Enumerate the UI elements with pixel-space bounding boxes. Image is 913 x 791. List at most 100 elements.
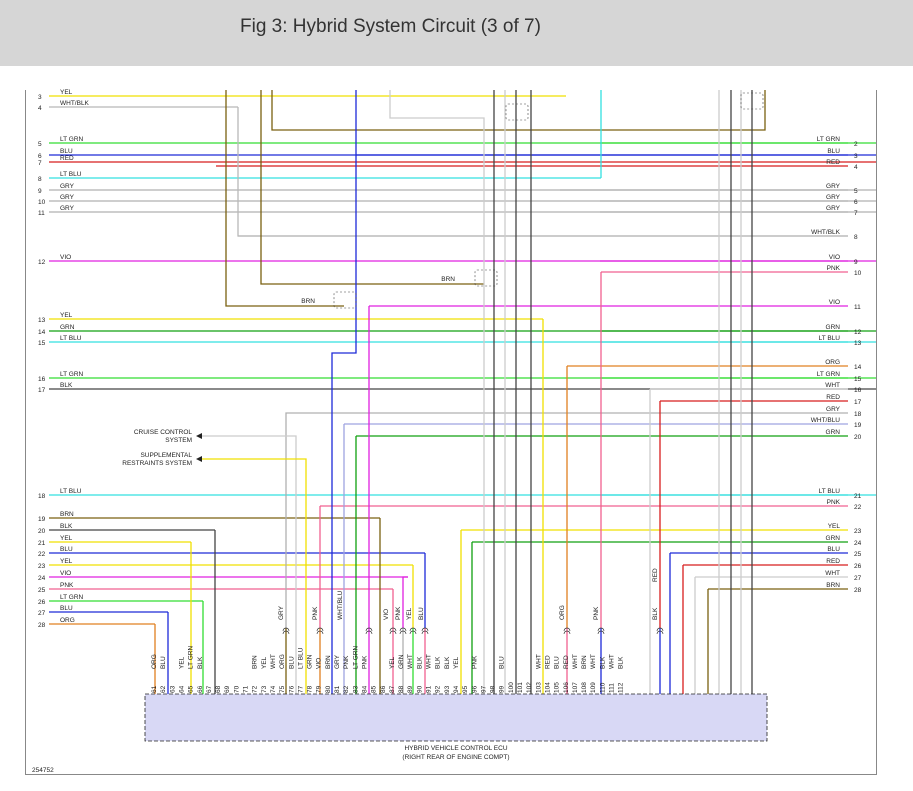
- right-wire-number: 25: [854, 551, 862, 558]
- right-wire-color: GRY: [826, 205, 841, 212]
- right-wire-number: 16: [854, 387, 862, 394]
- left-wire-number: 11: [38, 210, 45, 217]
- vertical-wire: [237, 107, 848, 237]
- pin-number: 92: [435, 685, 442, 693]
- srs-label-1: SUPPLEMENTAL: [140, 452, 192, 459]
- right-wire-number: 10: [854, 270, 862, 277]
- pin-number: 70: [233, 685, 240, 693]
- pin-number: 109: [590, 682, 597, 693]
- inline-connector: [597, 627, 605, 635]
- pin-number: 81: [334, 685, 341, 693]
- left-wire-color: YEL: [60, 89, 73, 96]
- vertical-wire: [260, 90, 484, 285]
- pin-wire-color: YEL: [178, 656, 185, 669]
- vertical-wire: [402, 576, 408, 628]
- left-wire-number: 12: [38, 259, 46, 266]
- left-wire-number: 14: [38, 329, 46, 336]
- left-wire-color: GRN: [60, 324, 75, 331]
- right-wire-color: LT GRN: [817, 136, 841, 143]
- pin-number: 108: [581, 682, 588, 693]
- ecu-location: (RIGHT REAR OF ENGINE COMPT): [402, 754, 509, 761]
- pin-number: 64: [178, 685, 185, 693]
- pin-number: 79: [316, 685, 323, 693]
- pin-wire-color: RED: [544, 655, 551, 669]
- vertical-wire: [285, 412, 300, 628]
- pin-wire-color: LT GRN: [352, 645, 359, 669]
- right-wire-number: 6: [854, 199, 858, 206]
- pin-number: 101: [517, 682, 524, 693]
- pin-number: 77: [297, 685, 304, 693]
- connector-label: RED: [652, 568, 659, 582]
- pin-number: 73: [261, 685, 268, 693]
- inline-connector: [399, 627, 407, 635]
- left-wire-color: BLU: [60, 605, 73, 612]
- right-wire-number: 26: [854, 563, 862, 570]
- pin-number: 96: [471, 685, 478, 693]
- left-wire-number: 8: [38, 176, 42, 183]
- header-bar: Fig 3: Hybrid System Circuit (3 of 7): [0, 0, 913, 66]
- splice-connector: [333, 291, 357, 309]
- left-wire-number: 25: [38, 587, 46, 594]
- vertical-wire: [225, 90, 344, 307]
- pin-wire-color: LT GRN: [188, 645, 195, 669]
- pin-wire-color: BLU: [499, 656, 506, 669]
- right-wire-number: 15: [854, 376, 862, 383]
- right-wire-color: VIO: [829, 254, 840, 261]
- right-wire-number: 19: [854, 422, 862, 429]
- diagram-frame: [25, 90, 877, 775]
- left-wire-number: 10: [38, 199, 46, 206]
- pin-number: 93: [444, 685, 451, 693]
- left-wire-number: 28: [38, 622, 46, 629]
- right-wire-color: WHT: [825, 570, 840, 577]
- pin-number: 61: [151, 685, 158, 693]
- right-wire-color: GRY: [826, 406, 841, 413]
- right-wire-number: 8: [854, 234, 858, 241]
- pin-wire-color: BLK: [599, 656, 606, 669]
- left-wire-color: PNK: [60, 582, 74, 589]
- pin-number: 110: [599, 682, 606, 693]
- vertical-wire: [200, 435, 297, 694]
- pin-number: 98: [490, 685, 497, 693]
- right-wire-number: 5: [854, 188, 858, 195]
- pin-number: 103: [535, 682, 542, 693]
- right-wire-number: 4: [854, 164, 858, 171]
- inline-connector: [421, 627, 429, 635]
- right-wire-color: YEL: [828, 523, 841, 530]
- left-wire-color: ORG: [60, 617, 75, 624]
- right-wire-color: WHT: [825, 382, 840, 389]
- left-wire-color: GRY: [60, 194, 75, 201]
- left-wire-color: BLK: [60, 523, 73, 530]
- right-wire-number: 14: [854, 364, 862, 371]
- vertical-wire: [331, 90, 357, 694]
- pin-wire-color: WHT: [572, 654, 579, 669]
- pin-number: 74: [270, 685, 277, 693]
- left-wire-number: 22: [38, 551, 46, 558]
- ecu-block: [144, 693, 768, 742]
- right-wire-color: RED: [826, 394, 840, 401]
- srs-arrow-icon: [196, 456, 202, 462]
- pin-number: 105: [554, 682, 561, 693]
- connector-label: WHT/BLU: [337, 590, 344, 620]
- pin-number: 94: [453, 685, 460, 693]
- pin-wire-color: BRN: [325, 655, 332, 669]
- right-wire-number: 27: [854, 575, 862, 582]
- cruise-control-label-2: SYSTEM: [165, 437, 192, 444]
- pin-wire-color: BLU: [288, 656, 295, 669]
- left-wire-color: BRN: [60, 511, 74, 518]
- splice-connector: [740, 92, 764, 110]
- left-wire-number: 15: [38, 340, 46, 347]
- cruise-control-label-1: CRUISE CONTROL: [134, 429, 193, 436]
- pin-number: 100: [508, 682, 515, 693]
- right-wire-color: GRN: [826, 324, 841, 331]
- left-wire-number: 19: [38, 516, 46, 523]
- right-wire-number: 13: [854, 340, 862, 347]
- pin-wire-color: WHT: [590, 654, 597, 669]
- pin-wire-color: BLK: [435, 656, 442, 669]
- pin-number: 90: [416, 685, 423, 693]
- left-wire-number: 16: [38, 376, 46, 383]
- left-wire-color: LT GRN: [60, 371, 84, 378]
- pin-number: 99: [499, 685, 506, 693]
- pin-wire-color: YEL: [389, 656, 396, 669]
- right-wire-color: ORG: [825, 359, 840, 366]
